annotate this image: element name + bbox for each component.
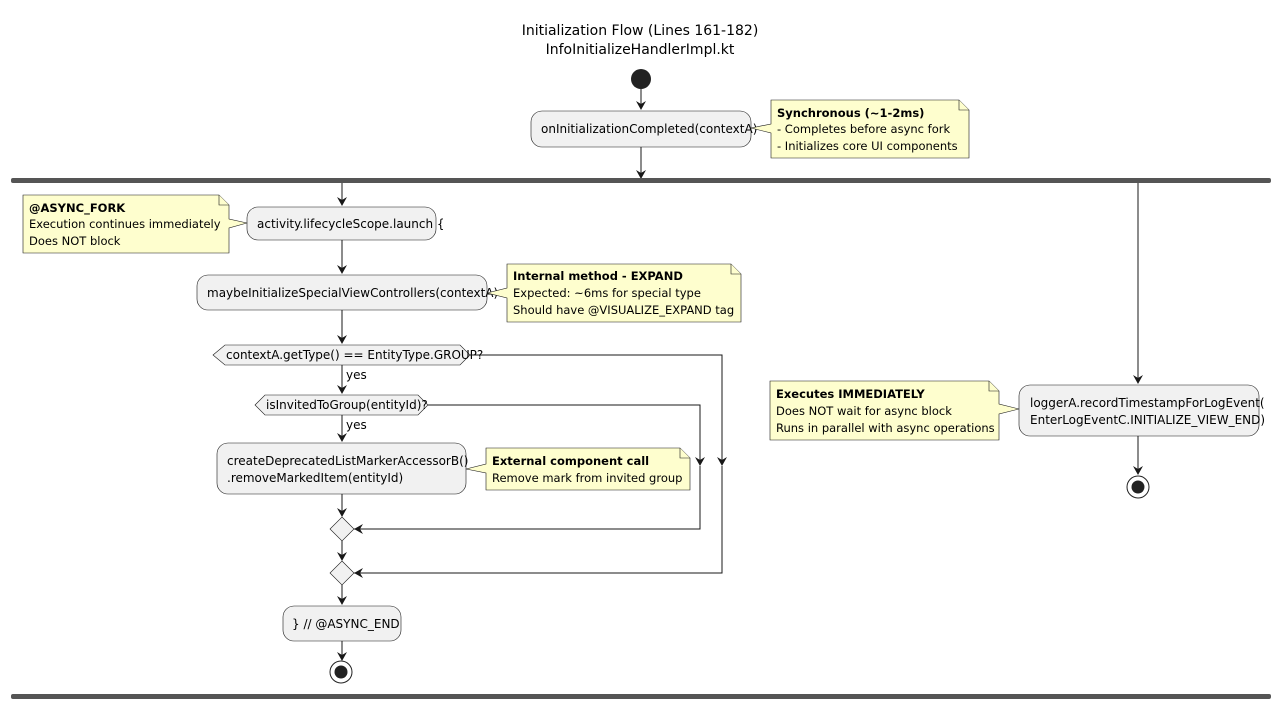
on-initialization-completed-label: onInitializationCompleted(contextA) bbox=[541, 122, 757, 136]
note-synchronous: Synchronous (~1-2ms) - Completes before … bbox=[750, 99, 970, 159]
note-synchronous-line: - Completes before async fork bbox=[777, 122, 950, 136]
arrowhead bbox=[354, 568, 363, 578]
yes-label: yes bbox=[346, 368, 367, 382]
arrowhead bbox=[636, 101, 646, 110]
merge-node-inner bbox=[329, 516, 355, 542]
edge-group-no bbox=[470, 354, 723, 462]
arrowhead bbox=[1133, 466, 1143, 475]
arrowhead bbox=[1133, 375, 1143, 384]
logger-label: loggerA.recordTimestampForLogEvent( bbox=[1030, 396, 1265, 410]
note-external-component-title: External component call bbox=[492, 454, 649, 468]
create-deprecated-label: .removeMarkedItem(entityId) bbox=[227, 471, 403, 485]
diagram-title: Initialization Flow (Lines 161-182) bbox=[522, 23, 759, 39]
logger-label: EnterLogEventC.INITIALIZE_VIEW_END) bbox=[1030, 413, 1265, 427]
start-node bbox=[631, 69, 651, 89]
note-executes-immediately-title: Executes IMMEDIATELY bbox=[776, 387, 925, 401]
note-internal-method-line: Should have @VISUALIZE_EXPAND tag bbox=[513, 303, 734, 317]
arrowhead bbox=[337, 385, 347, 394]
arrowhead bbox=[337, 508, 347, 517]
note-executes-immediately: Executes IMMEDIATELY Does NOT wait for a… bbox=[769, 380, 1020, 441]
launch-label: activity.lifecycleScope.launch { bbox=[257, 217, 445, 231]
note-async-fork-line: Does NOT block bbox=[29, 234, 121, 248]
logger-node bbox=[1018, 384, 1260, 437]
arrowhead bbox=[337, 652, 347, 661]
note-internal-method-line: Expected: ~6ms for special type bbox=[513, 286, 701, 300]
arrowhead bbox=[717, 457, 727, 466]
arrowhead bbox=[337, 433, 347, 442]
note-external-component: External component call Remove mark from… bbox=[465, 447, 691, 491]
note-internal-method-title: Internal method - EXPAND bbox=[513, 269, 683, 283]
end-node-core bbox=[334, 665, 348, 679]
edge-invited-no-merge bbox=[354, 466, 701, 530]
edge-invited-no bbox=[428, 404, 701, 462]
note-external-component-line: Remove mark from invited group bbox=[492, 471, 682, 485]
note-async-fork-line: Execution continues immediately bbox=[29, 217, 221, 231]
note-internal-method: Internal method - EXPAND Expected: ~6ms … bbox=[486, 263, 742, 323]
merge-node-outer bbox=[329, 560, 355, 586]
note-async-fork: @ASYNC_FORK Execution continues immediat… bbox=[22, 194, 248, 254]
note-executes-immediately-line: Does NOT wait for async block bbox=[776, 404, 952, 418]
async-end-label: } // @ASYNC_END bbox=[292, 617, 400, 631]
note-async-fork-title: @ASYNC_FORK bbox=[29, 201, 126, 216]
arrowhead bbox=[337, 265, 347, 274]
edge-group-no-merge bbox=[354, 466, 723, 574]
join-bar bbox=[11, 694, 1271, 699]
diagram-subtitle: InfoInitializeHandlerImpl.kt bbox=[546, 42, 735, 58]
arrowhead bbox=[636, 170, 646, 179]
arrowhead bbox=[337, 197, 347, 206]
arrowhead bbox=[337, 335, 347, 344]
note-executes-immediately-line: Runs in parallel with async operations bbox=[776, 421, 995, 435]
arrowhead bbox=[337, 596, 347, 605]
yes-label: yes bbox=[346, 418, 367, 432]
decision-group-type-label: contextA.getType() == EntityType.GROUP? bbox=[226, 348, 483, 362]
arrowhead bbox=[337, 552, 347, 561]
note-synchronous-title: Synchronous (~1-2ms) bbox=[777, 106, 924, 120]
decision-invited-label: isInvitedToGroup(entityId)? bbox=[266, 398, 428, 412]
maybe-initialize-label: maybeInitializeSpecialViewControllers(co… bbox=[207, 286, 498, 300]
create-deprecated-node bbox=[216, 442, 467, 495]
arrowhead bbox=[354, 524, 363, 534]
arrowhead bbox=[695, 457, 705, 466]
fork-bar bbox=[11, 178, 1271, 183]
note-synchronous-line: - Initializes core UI components bbox=[777, 139, 958, 153]
create-deprecated-label: createDeprecatedListMarkerAccessorB() bbox=[227, 454, 468, 468]
end-node-core bbox=[1131, 480, 1145, 494]
